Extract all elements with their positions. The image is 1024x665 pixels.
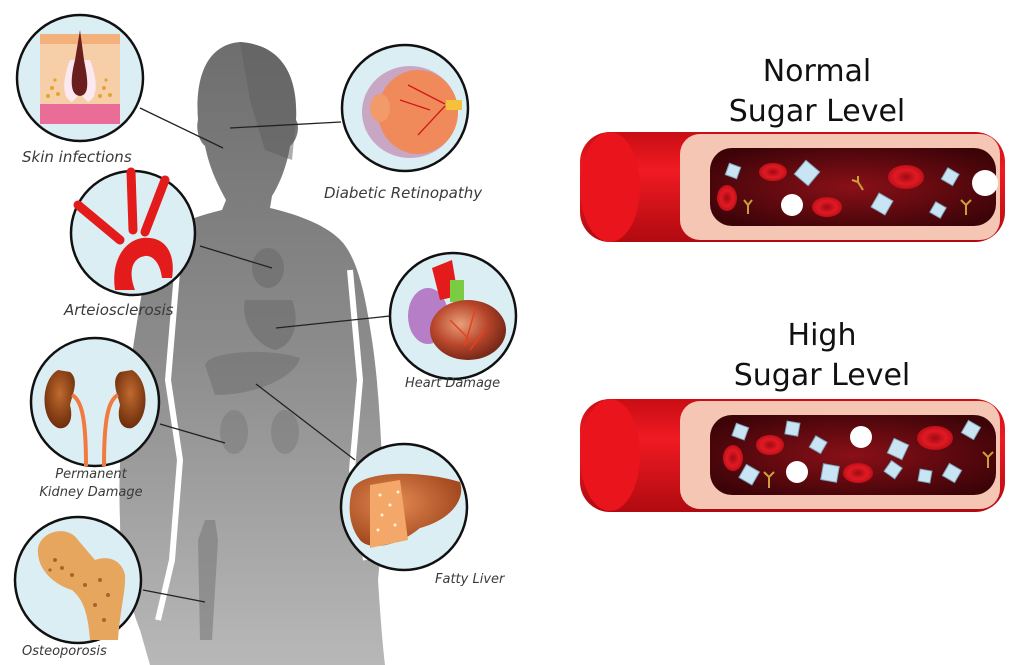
eye-circle: [340, 43, 470, 173]
skin-circle: [15, 13, 145, 143]
label-osteoporosis: Osteoporosis: [22, 644, 107, 659]
normal-vessel: [580, 132, 1005, 242]
liver-circle: [339, 442, 469, 572]
title-high-sugar: High Sugar Level: [662, 316, 982, 396]
label-arteiosclerosis: Arteiosclerosis: [64, 301, 174, 319]
kidney-circle: [29, 336, 161, 468]
title-normal-line2: Sugar Level: [728, 94, 906, 129]
bone-circle: [13, 515, 143, 645]
label-fatty-liver: Fatty Liver: [435, 572, 505, 587]
title-high-line1: High: [787, 318, 857, 353]
label-kidney-damage: Permanent Kidney Damage: [26, 466, 156, 502]
label-kidney-line1: Permanent: [55, 467, 127, 482]
label-heart-damage: Heart Damage: [405, 376, 501, 391]
heart-circle: [388, 251, 518, 381]
body-silhouette: [119, 42, 386, 665]
high-vessel: [580, 399, 1005, 512]
label-diabetic-retinopathy: Diabetic Retinopathy: [324, 184, 483, 202]
title-high-line2: Sugar Level: [733, 358, 911, 393]
leader-lines: [139, 107, 391, 603]
artery-circle: [69, 167, 197, 297]
title-normal-sugar: Normal Sugar Level: [657, 52, 977, 132]
label-skin-infections: Skin infections: [22, 148, 132, 166]
label-kidney-line2: Kidney Damage: [39, 485, 143, 500]
title-normal-line1: Normal: [762, 54, 872, 89]
